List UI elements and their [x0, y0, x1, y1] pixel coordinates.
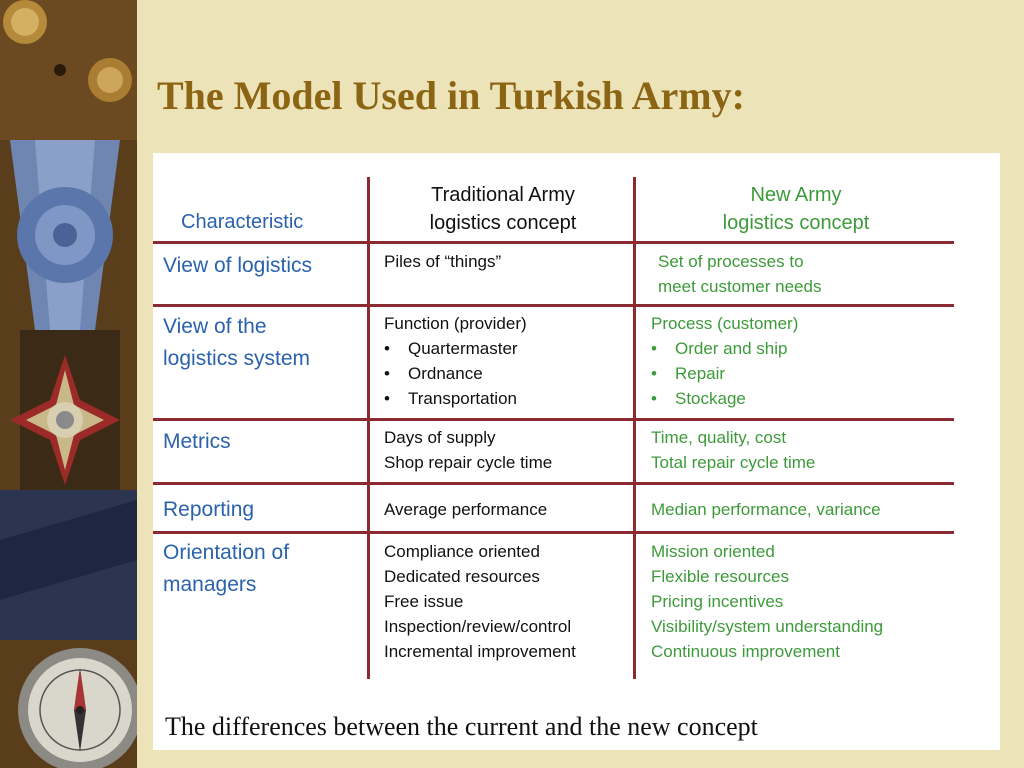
cell-line: Inspection/review/control [384, 617, 572, 636]
cell-line: Average performance [384, 500, 548, 519]
cell-line: Dedicated resources [384, 567, 540, 586]
cross-medal-icon [10, 330, 120, 490]
row-divider [153, 418, 954, 421]
row-new-cell: Mission oriented Flexible resources Pric… [651, 539, 883, 664]
header-traditional-concept: Traditional Army logistics concept [371, 181, 635, 237]
cell-line: Mission oriented [651, 542, 775, 561]
row-new-cell: Time, quality, cost Total repair cycle t… [651, 425, 815, 475]
cell-line: Pricing incentives [651, 592, 784, 611]
header-line: logistics concept [722, 212, 870, 234]
cell-line: Free issue [384, 592, 464, 611]
characteristic-line: View of logistics [163, 254, 313, 277]
cell-bullet-line: Quartermaster [384, 336, 527, 361]
characteristic-line: Orientation of [163, 541, 290, 564]
row-divider [153, 531, 954, 534]
row-characteristic: View of logistics [163, 250, 312, 282]
header-characteristic: Characteristic [181, 211, 304, 233]
row-new-cell: Process (customer) Order and ship Repair… [651, 311, 798, 411]
row-traditional-cell: Piles of “things” [384, 249, 501, 274]
header-new-concept: New Army logistics concept [637, 181, 955, 237]
cell-line: Median performance, variance [651, 500, 881, 519]
decorative-collage [0, 0, 137, 768]
cell-line: Visibility/system understanding [651, 617, 884, 636]
header-line: logistics concept [429, 212, 577, 234]
content-panel: Characteristic Traditional Army logistic… [153, 153, 1000, 750]
row-new-cell: Median performance, variance [651, 497, 881, 522]
row-characteristic: Metrics [163, 426, 231, 458]
row-characteristic: View of the logistics system [163, 311, 310, 375]
cell-line: Function (provider) [384, 314, 527, 333]
row-traditional-cell: Average performance [384, 497, 547, 522]
row-characteristic: Orientation of managers [163, 537, 289, 601]
header-line: Traditional Army [431, 184, 575, 206]
cell-bullet-line: Stockage [651, 386, 798, 411]
row-traditional-cell: Function (provider) Quartermaster Ordnan… [384, 311, 527, 411]
cell-line: Compliance oriented [384, 542, 540, 561]
characteristic-line: Reporting [163, 498, 255, 521]
cell-line: meet customer needs [658, 277, 822, 296]
characteristic-line: logistics system [163, 347, 311, 370]
cell-bullet-line: Ordnance [384, 361, 527, 386]
cell-line: Days of supply [384, 428, 496, 447]
cell-line: Set of processes to [658, 252, 804, 271]
decorative-side-strip [0, 0, 137, 768]
cell-line: Time, quality, cost [651, 428, 787, 447]
cell-line: Shop repair cycle time [384, 453, 553, 472]
table-caption: The differences between the current and … [165, 712, 758, 741]
row-new-cell: Set of processes to meet customer needs [658, 249, 821, 299]
cell-line: Total repair cycle time [651, 453, 816, 472]
cell-bullet-line: Order and ship [651, 336, 798, 361]
cell-bullet-line: Repair [651, 361, 798, 386]
characteristic-line: managers [163, 573, 257, 596]
cell-line: Piles of “things” [384, 252, 502, 271]
column-divider [367, 177, 370, 679]
medal-ribbon-icon [10, 140, 120, 330]
cell-line: Continuous improvement [651, 642, 840, 661]
header-line: New Army [750, 184, 842, 206]
column-divider [633, 177, 636, 679]
comparison-table: Characteristic Traditional Army logistic… [153, 153, 1000, 698]
slide-title: The Model Used in Turkish Army: [157, 73, 745, 118]
row-divider [153, 304, 954, 307]
row-traditional-cell: Compliance oriented Dedicated resources … [384, 539, 576, 664]
cell-line: Incremental improvement [384, 642, 576, 661]
compass-icon [18, 648, 137, 768]
cell-line: Flexible resources [651, 567, 789, 586]
row-divider [153, 482, 954, 485]
row-divider [153, 241, 954, 244]
row-traditional-cell: Days of supply Shop repair cycle time [384, 425, 552, 475]
characteristic-line: Metrics [163, 430, 231, 453]
characteristic-line: View of the [163, 315, 267, 338]
brass-button-icon [3, 0, 132, 102]
row-characteristic: Reporting [163, 494, 254, 526]
cell-bullet-line: Transportation [384, 386, 527, 411]
cell-line: Process (customer) [651, 314, 799, 333]
